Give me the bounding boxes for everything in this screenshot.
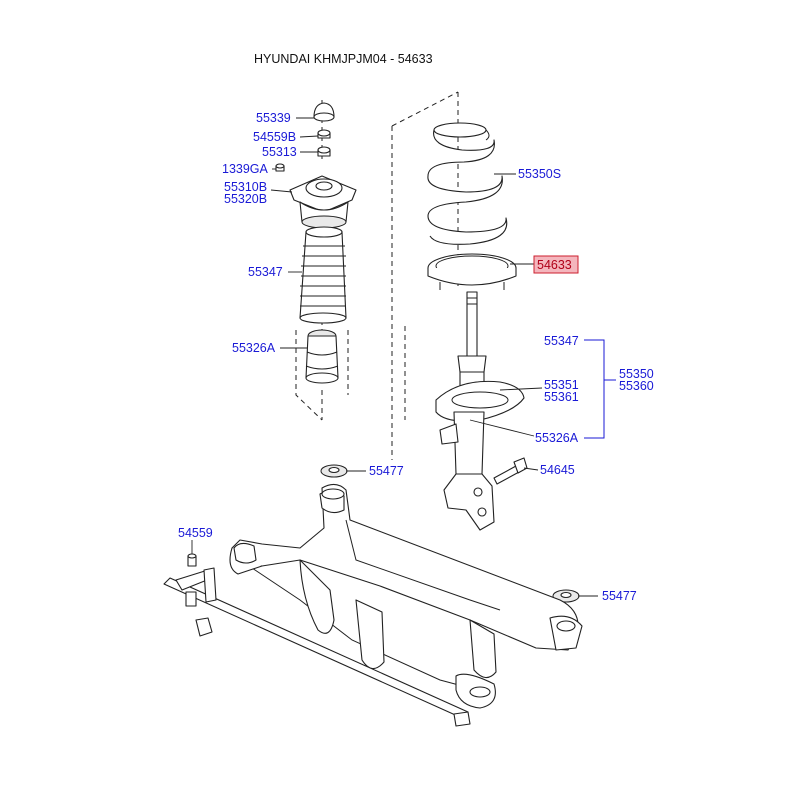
left-guide-bracket <box>295 330 349 421</box>
stabilizer-bar-part[interactable] <box>163 577 471 727</box>
washer-part[interactable] <box>317 146 331 157</box>
strut-piston-rod-part[interactable] <box>466 291 478 357</box>
coil-spring-part[interactable] <box>427 122 508 245</box>
dust-boot-part[interactable] <box>299 226 347 324</box>
leader-54559b <box>299 135 319 138</box>
part-label-55360[interactable]: 55360 <box>619 379 654 393</box>
strut-mounting-bolt-part[interactable] <box>493 457 528 485</box>
stabilizer-link-part[interactable] <box>175 553 217 637</box>
diagram-title: HYUNDAI KHMJPJM04 - 54633 <box>254 52 433 66</box>
part-label-55326a-left[interactable]: 55326A <box>232 341 276 355</box>
part-label-54559[interactable]: 54559 <box>178 526 213 540</box>
leader-54645 <box>523 467 539 471</box>
part-label-55477-bottom[interactable]: 55477 <box>602 589 637 603</box>
part-label-54633[interactable]: 54633 <box>537 258 572 272</box>
leader-55310b <box>270 189 293 193</box>
part-label-55350[interactable]: 55350 <box>619 367 654 381</box>
part-label-54559b[interactable]: 54559B <box>253 130 296 144</box>
leader-55351 <box>499 387 543 391</box>
flange-nut-part[interactable] <box>275 163 285 172</box>
subframe-bushing-top-part[interactable] <box>320 464 348 478</box>
leader-55326a-right <box>469 419 535 437</box>
part-label-55347-right[interactable]: 55347 <box>544 334 579 348</box>
bump-stopper-part[interactable] <box>305 329 339 384</box>
strut-mount-insulator-part[interactable] <box>289 175 357 229</box>
part-label-55347-left[interactable]: 55347 <box>248 265 283 279</box>
part-label-55361[interactable]: 55361 <box>544 390 579 404</box>
part-label-54645[interactable]: 54645 <box>540 463 575 477</box>
part-label-55350s[interactable]: 55350S <box>518 167 561 181</box>
part-label-55313[interactable]: 55313 <box>262 145 297 159</box>
part-label-55326a-right[interactable]: 55326A <box>535 431 579 445</box>
part-label-55320b[interactable]: 55320B <box>224 192 267 206</box>
lock-nut-part[interactable] <box>317 129 331 139</box>
spring-lower-pad-part[interactable] <box>427 253 517 290</box>
part-label-55310b[interactable]: 55310B <box>224 180 267 194</box>
part-label-1339ga[interactable]: 1339GA <box>222 162 269 176</box>
part-label-55351[interactable]: 55351 <box>544 378 579 392</box>
part-label-55339[interactable]: 55339 <box>256 111 291 125</box>
assembly-bracket <box>584 339 616 439</box>
rear-crossmember-part[interactable] <box>229 483 583 709</box>
part-label-55477-top[interactable]: 55477 <box>369 464 404 478</box>
dust-cap-part[interactable] <box>313 102 335 122</box>
highlight-box-54633 <box>533 255 579 274</box>
strut-assembly-part[interactable] <box>435 355 525 531</box>
